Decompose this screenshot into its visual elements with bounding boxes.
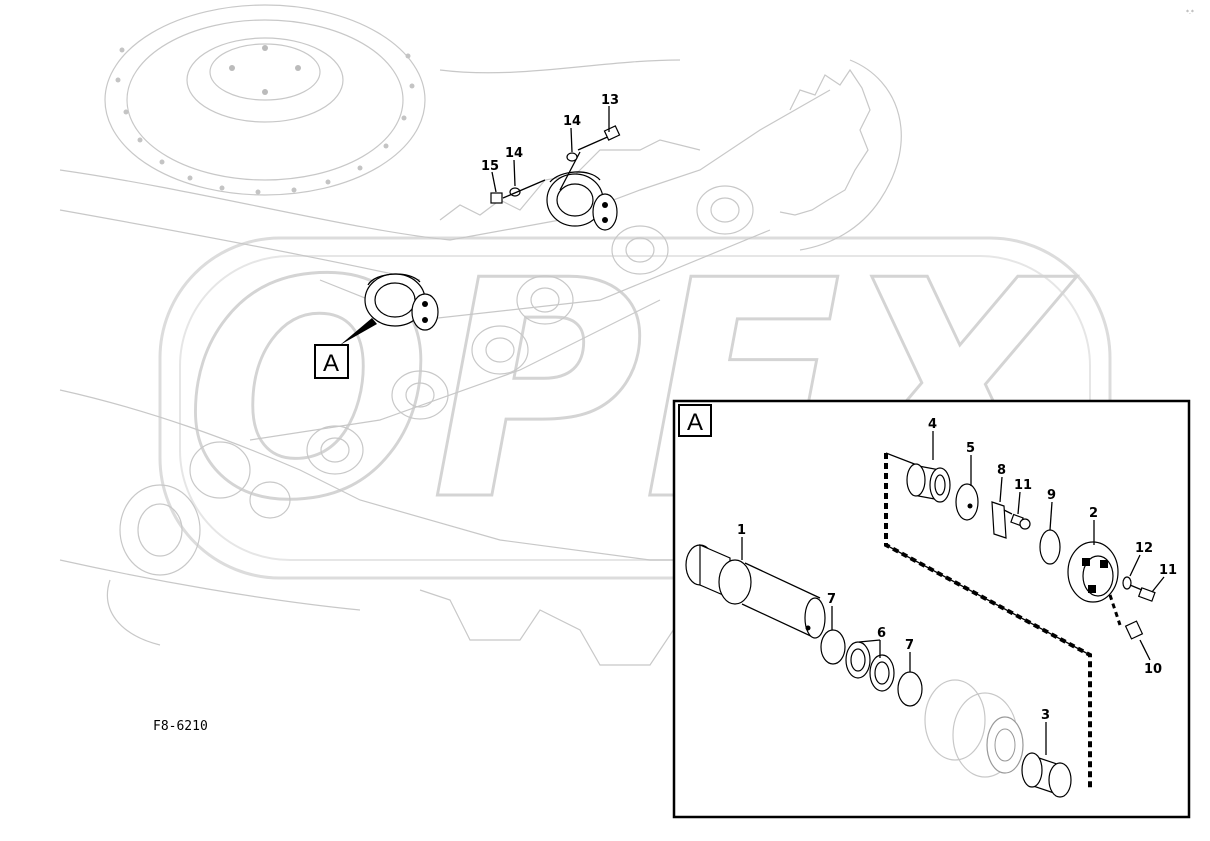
upper-fasteners	[490, 125, 621, 204]
detail-marker-a: A	[314, 318, 377, 379]
callout-8-lock-plate: 8	[997, 463, 1006, 478]
callout-14-washer-lower: 14	[505, 146, 523, 161]
callout-9-o-ring: 9	[1047, 488, 1056, 503]
part-bushing-3	[1021, 752, 1072, 798]
callout-1-shaft: 1	[737, 523, 746, 538]
callout-6-seal: 6	[877, 626, 886, 641]
corner-mark: *.*	[1186, 9, 1194, 16]
part-bushing-4	[906, 463, 951, 503]
callout-7-o-ring-left: 7	[827, 592, 836, 607]
overview-callouts: 13 14 14 15	[481, 93, 619, 193]
callout-15-nut: 15	[481, 159, 499, 174]
callout-13-bolt: 13	[601, 93, 619, 108]
part-collar	[1067, 541, 1119, 603]
callout-5-thrust-plate: 5	[966, 441, 975, 456]
part-shaft	[685, 544, 826, 639]
track-frame-sketch	[59, 4, 902, 666]
callout-11-bolt-upper: 11	[1014, 478, 1032, 493]
detail-box-label: A	[687, 409, 703, 436]
callout-2-collar: 2	[1089, 506, 1098, 521]
figure-code: F8-6210	[153, 719, 208, 734]
part-roller-shell	[924, 679, 1024, 778]
callout-4-bushing: 4	[928, 417, 937, 432]
detail-callouts: 1 2 3 4 5 6 7 7 8 9 10 11 11	[737, 417, 1177, 755]
callout-14-washer-upper: 14	[563, 114, 581, 129]
callout-12-washer: 12	[1135, 541, 1153, 556]
callout-3-bushing: 3	[1041, 708, 1050, 723]
callout-11-bolt-lower: 11	[1159, 563, 1177, 578]
lower-roller-assembly	[364, 273, 439, 331]
callout-10-plug: 10	[1144, 662, 1162, 677]
detail-marker-label: A	[323, 350, 339, 377]
callout-7-o-ring-right: 7	[905, 638, 914, 653]
detail-view-a: A	[672, 399, 1191, 819]
